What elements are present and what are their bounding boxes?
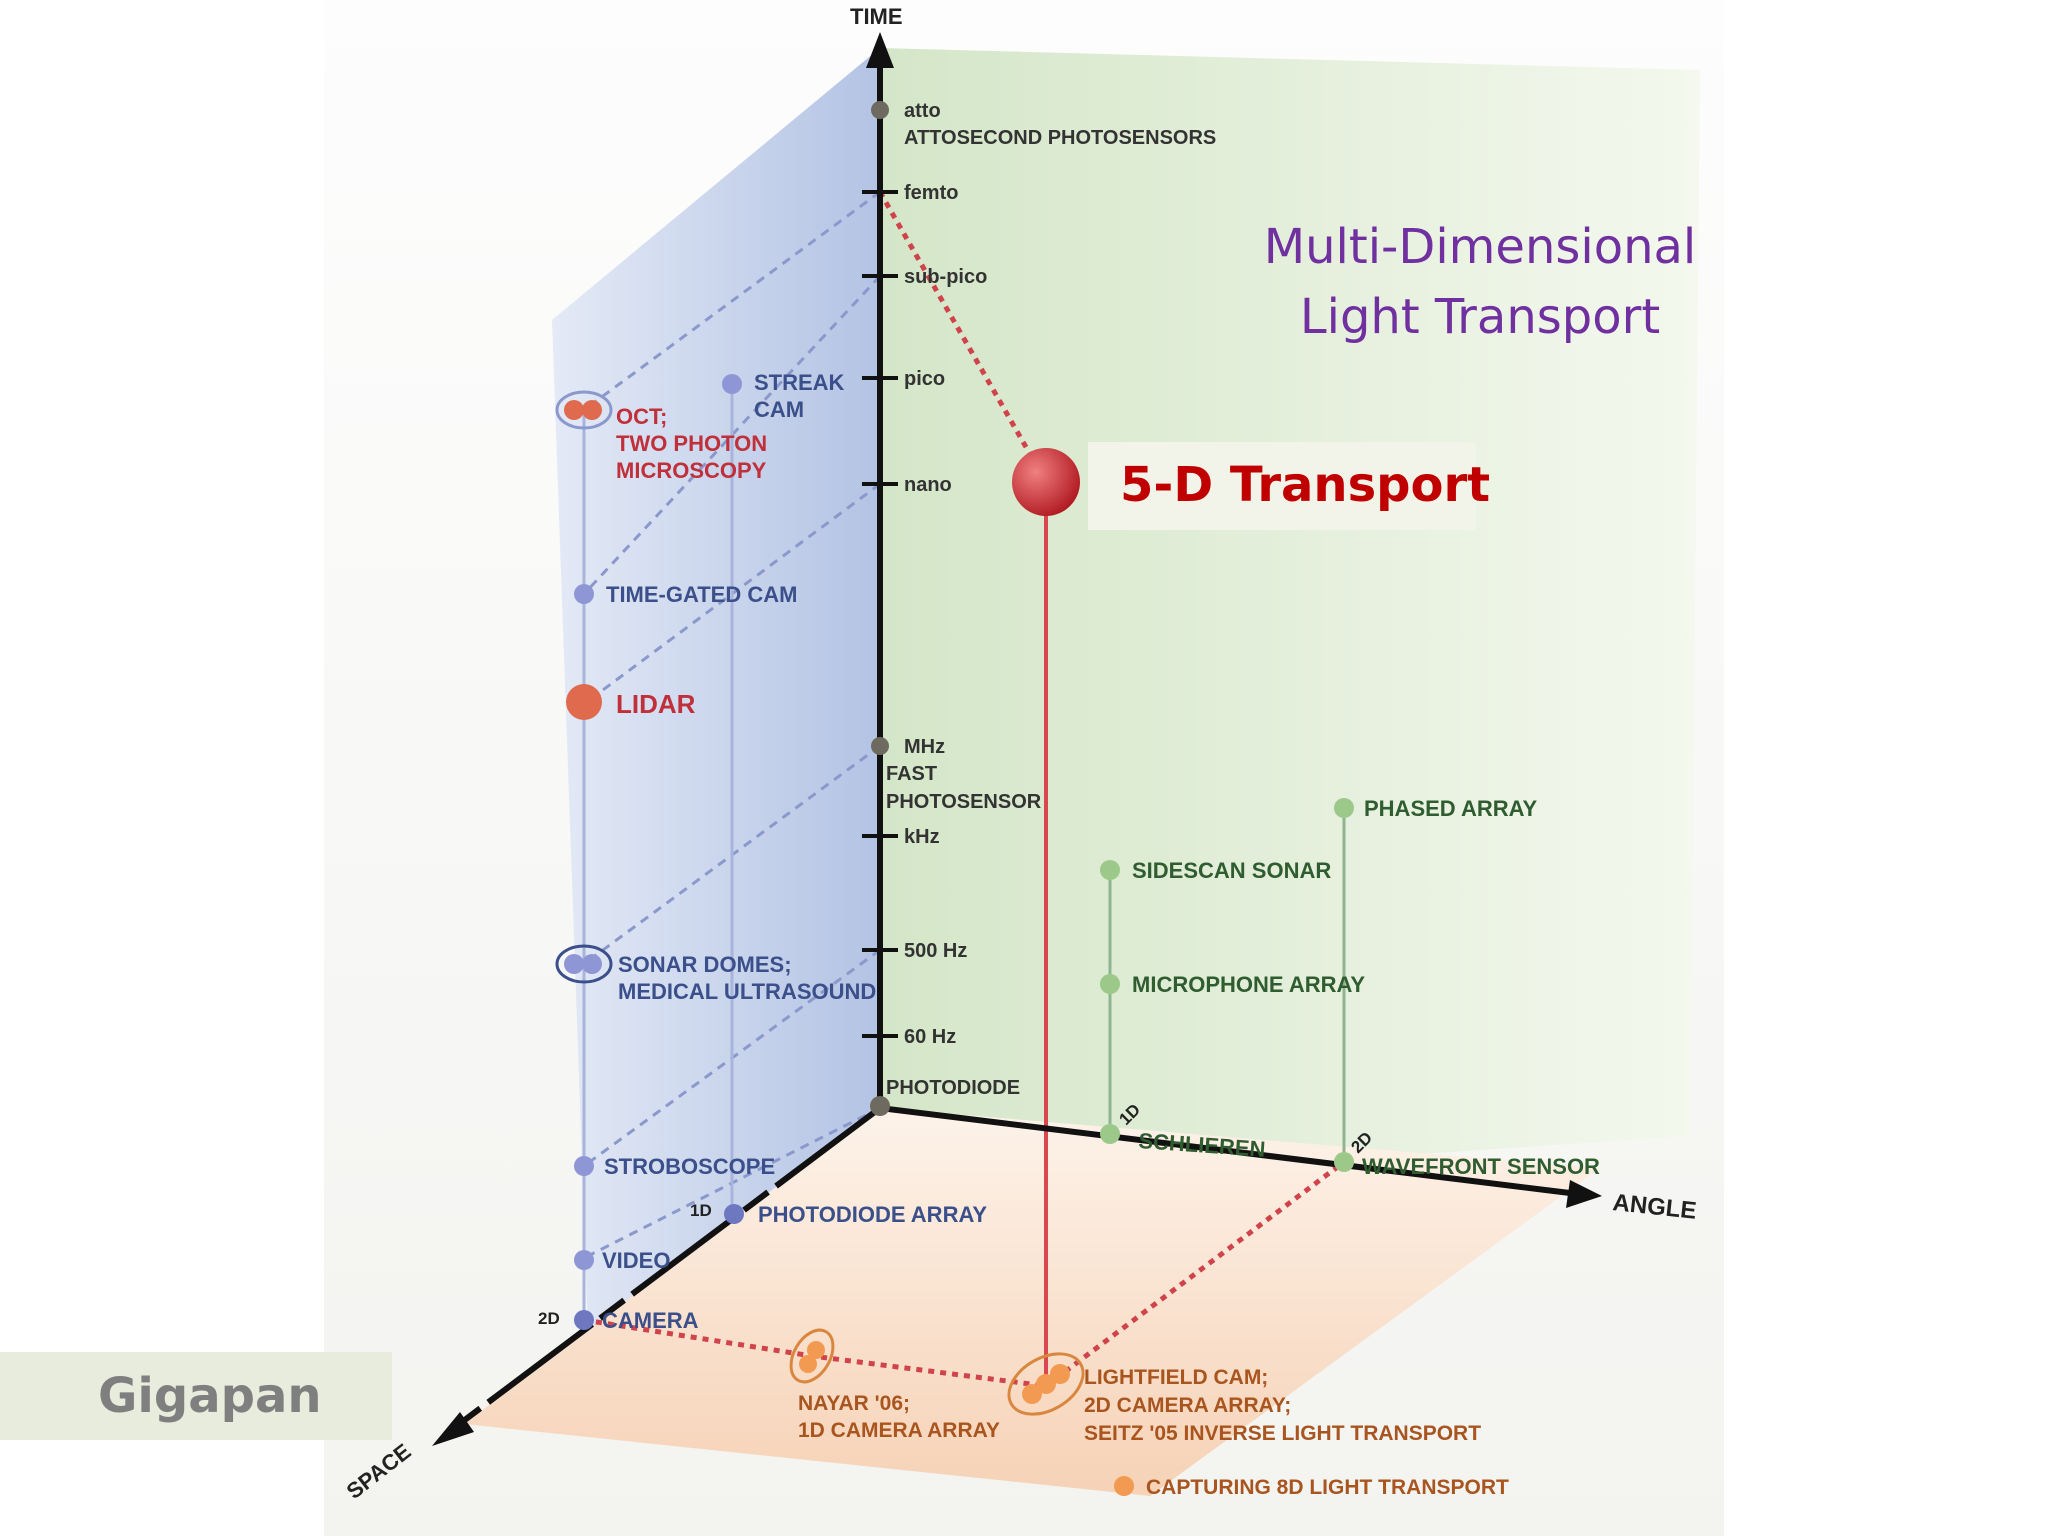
gigapan-label: Gigapan	[98, 1368, 322, 1424]
base-nodes	[789, 1328, 1134, 1496]
angle-nodes	[1100, 798, 1354, 1172]
sonar-node	[564, 954, 584, 974]
attosecond-label: ATTOSECOND PHOTOSENSORS	[904, 127, 1216, 149]
space-nodes	[555, 374, 744, 1330]
sidescan-sonar-node	[1100, 860, 1120, 880]
stroboscope-label: STROBOSCOPE	[604, 1154, 775, 1179]
nayar-node-ring	[789, 1328, 835, 1384]
lidar-label: LIDAR	[616, 689, 696, 719]
ultrasound-label: MEDICAL ULTRASOUND	[618, 979, 876, 1004]
space-axis	[460, 1105, 882, 1425]
60hz-label: 60 Hz	[904, 1026, 956, 1048]
legend-label: CAPTURING 8D LIGHT TRANSPORT	[1146, 1476, 1509, 1499]
mhz-label: MHz	[904, 736, 945, 758]
angle-axis-arrow	[1566, 1180, 1602, 1208]
oct-node	[582, 400, 602, 420]
1d-camera-array-label: 1D CAMERA ARRAY	[798, 1419, 1000, 1442]
space-labels: STREAK CAM OCT; TWO PHOTON MICROSCOPY TI…	[538, 370, 987, 1333]
time-gated-cam-node	[574, 584, 594, 604]
video-label: VIDEO	[602, 1248, 670, 1273]
femto-label: femto	[904, 182, 958, 204]
angle-labels: PHASED ARRAY SIDESCAN SONAR MICROPHONE A…	[1115, 796, 1600, 1179]
schlieren-node	[1100, 1124, 1120, 1144]
500hz-label: 500 Hz	[904, 940, 967, 962]
5d-transport-highlight	[1088, 442, 1476, 530]
lightfield-node-ring	[1007, 1352, 1085, 1416]
space-angle-plane	[464, 1108, 1600, 1496]
heading-line-1: Multi-Dimensional	[1263, 219, 1697, 275]
microphone-label: MICROPHONE ARRAY	[1132, 972, 1365, 997]
time-labels: atto ATTOSECOND PHOTOSENSORS femto sub-p…	[886, 100, 1216, 1099]
seitz-label: SEITZ '05 INVERSE LIGHT TRANSPORT	[1084, 1422, 1481, 1445]
nayar-node	[807, 1341, 825, 1359]
nano-label: nano	[904, 474, 952, 496]
lightfield-node	[1022, 1384, 1042, 1404]
pico-label: pico	[904, 368, 945, 390]
lidar-node	[566, 684, 602, 720]
phased-array-node	[1334, 798, 1354, 818]
wavefront-sensor-node	[1334, 1152, 1354, 1172]
phased-array-label: PHASED ARRAY	[1364, 796, 1538, 821]
streak-cam-node	[722, 374, 742, 394]
two-photon-label: TWO PHOTON	[616, 431, 767, 456]
space-axis-arrow	[432, 1412, 474, 1446]
photodiode-array-label: PHOTODIODE ARRAY	[758, 1202, 987, 1227]
subpico-label: sub-pico	[904, 266, 987, 288]
camera-label: CAMERA	[602, 1308, 699, 1333]
microscopy-label: MICROSCOPY	[616, 458, 767, 483]
oct-node	[564, 400, 584, 420]
video-node	[574, 1250, 594, 1270]
cam-label: CAM	[754, 397, 804, 422]
sonar-node-ring	[555, 944, 613, 984]
oct-node-ring	[555, 390, 613, 430]
5d-transport-label: 5-D Transport	[1120, 457, 1491, 513]
photosensor-label: PHOTOSENSOR	[886, 791, 1042, 813]
sidescan-label: SIDESCAN SONAR	[1132, 858, 1331, 883]
sonar-label: SONAR DOMES;	[618, 952, 792, 977]
stroboscope-node	[574, 1156, 594, 1176]
sonar-node	[582, 954, 602, 974]
streak-label: STREAK	[754, 370, 845, 395]
time-axis-arrow	[866, 32, 894, 68]
oct-label: OCT;	[616, 404, 667, 429]
space-1d-label: 1D	[690, 1201, 712, 1220]
gigapan-highlight	[0, 1352, 392, 1440]
photodiode-array-node	[724, 1204, 744, 1224]
angle-stems	[1108, 808, 1346, 1162]
camera-node	[574, 1310, 594, 1330]
time-ticks	[862, 190, 898, 1038]
lightfield-node	[1036, 1374, 1056, 1394]
time-axis-label: TIME	[850, 4, 903, 29]
time-angle-plane	[880, 48, 1700, 1154]
nayar-label: NAYAR '06;	[798, 1392, 910, 1415]
khz-label: kHz	[904, 826, 940, 848]
atto-label: atto	[904, 100, 941, 122]
fast-label: FAST	[886, 763, 937, 785]
2d-camera-array-label: 2D CAMERA ARRAY;	[1084, 1394, 1291, 1417]
heading-line-2: Light Transport	[1299, 289, 1661, 345]
lightfield-node	[1050, 1364, 1070, 1384]
photodiode-label: PHOTODIODE	[886, 1077, 1020, 1099]
nayar-node	[799, 1355, 817, 1373]
5d-transport-node	[1012, 448, 1080, 516]
legend-marker	[1114, 1476, 1134, 1496]
time-gated-label: TIME-GATED CAM	[606, 582, 797, 607]
angle-axis	[879, 1105, 1579, 1197]
slide-heading: Multi-Dimensional Light Transport	[1180, 212, 1780, 352]
base-labels: NAYAR '06; 1D CAMERA ARRAY LIGHTFIELD CA…	[798, 1366, 1509, 1499]
lightfield-label: LIGHTFIELD CAM;	[1084, 1366, 1268, 1389]
femto-to-5d-dotted-line	[877, 190, 1049, 484]
microphone-array-node	[1100, 974, 1120, 994]
time-markers	[870, 101, 890, 1116]
wavefront-label: WAVEFRONT SENSOR	[1362, 1154, 1600, 1179]
axes	[432, 32, 1602, 1446]
space-2d-label: 2D	[538, 1309, 560, 1328]
